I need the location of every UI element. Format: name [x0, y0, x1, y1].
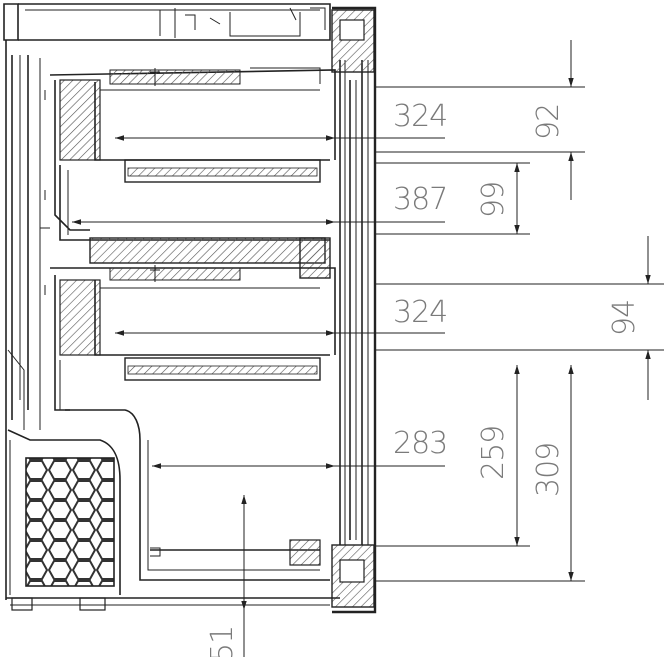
top-frame	[3, 3, 331, 41]
dimension-labels: 324 387 324 283 92 99 94 259 309 51	[205, 99, 642, 657]
dim-label-bottom-compartment-height: 259	[476, 426, 511, 480]
dim-label-shelf-1-depth: 324	[393, 99, 447, 134]
door-panel	[331, 6, 377, 614]
depth-arrows	[72, 135, 445, 469]
lower-compartment	[59, 360, 330, 581]
dim-label-compartment-1-height: 92	[531, 104, 566, 140]
dim-label-base-height: 51	[205, 626, 240, 657]
extension-lines	[375, 86, 664, 582]
vertical-dimension-lines	[241, 40, 651, 657]
compartment-1	[44, 67, 336, 231]
dim-label-bottom-depth: 283	[393, 426, 447, 461]
compartment-3	[44, 265, 336, 411]
dim-label-bottom-total-height: 309	[531, 443, 566, 497]
compressor-grille	[6, 429, 340, 611]
left-wall	[5, 40, 41, 600]
dim-label-shelf-2-depth: 387	[393, 182, 447, 217]
dim-label-compartment-2-height: 99	[476, 182, 511, 218]
dim-label-compartment-3-height: 94	[607, 300, 642, 336]
compartment-2	[40, 165, 331, 279]
dim-label-shelf-3-depth: 324	[393, 295, 447, 330]
